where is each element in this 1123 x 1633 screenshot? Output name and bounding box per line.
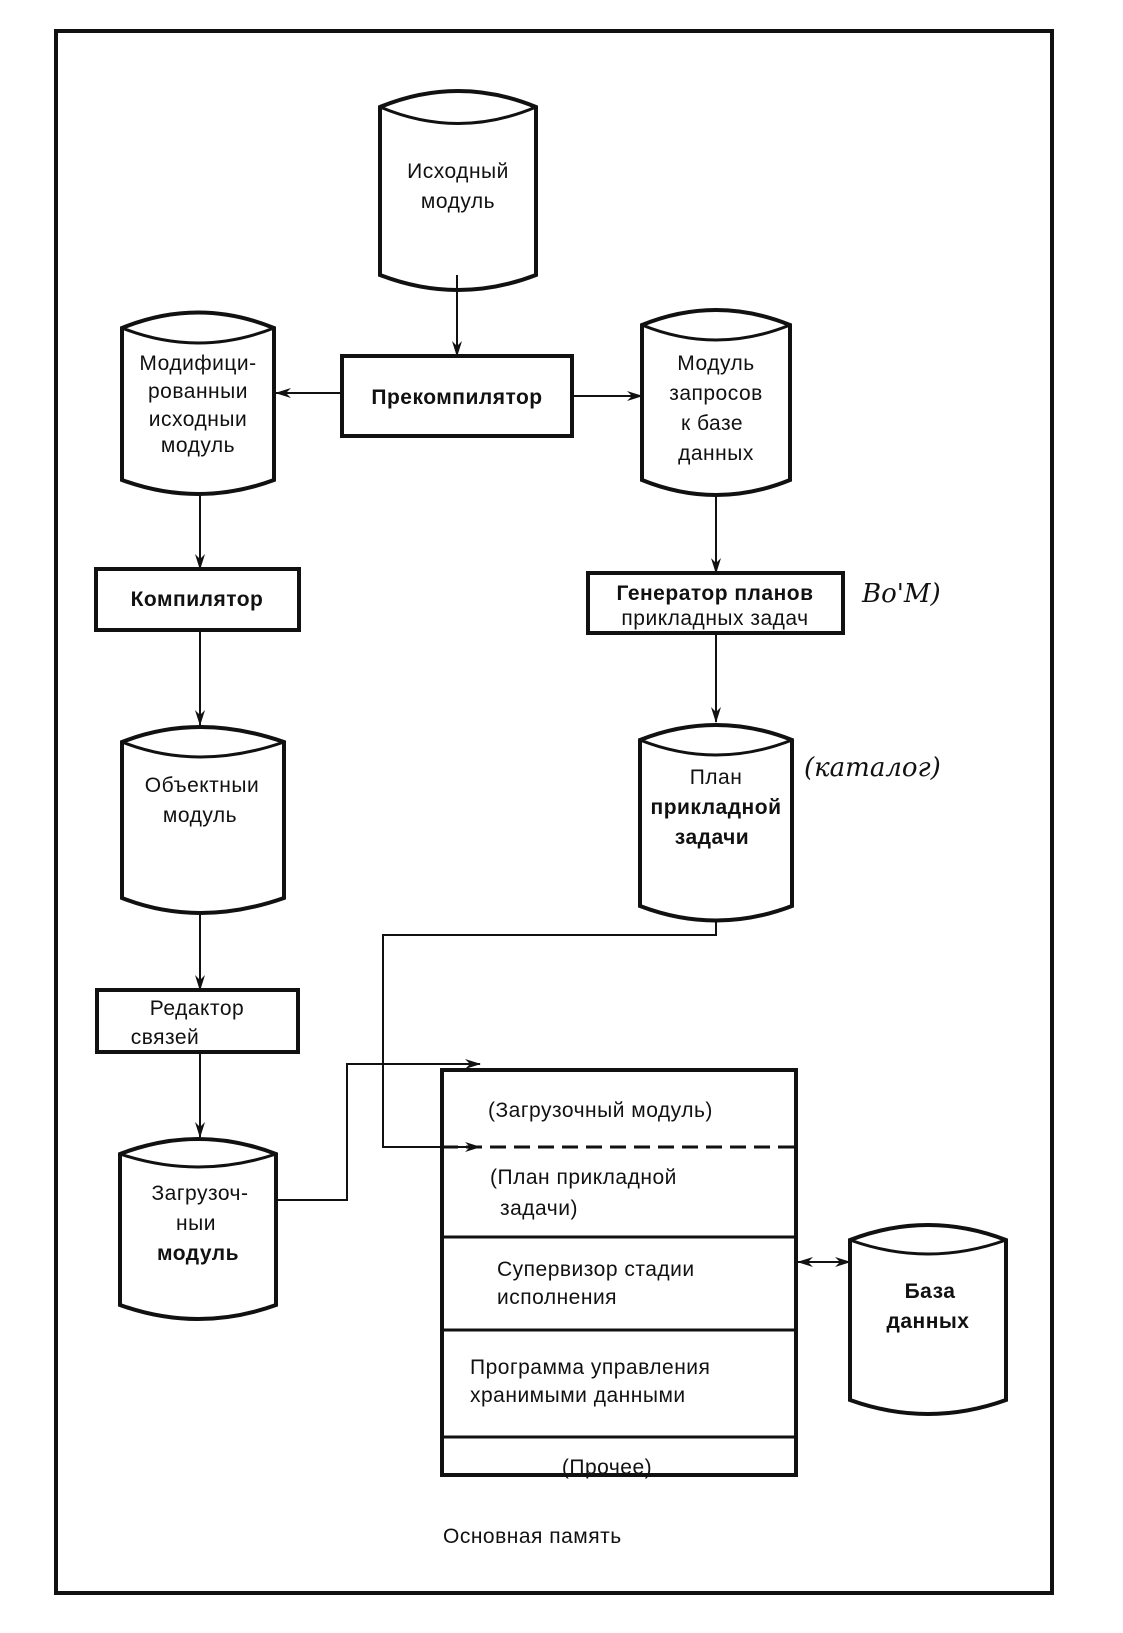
- plan-generator-line-1: Генератор планов: [616, 582, 813, 605]
- handwritten-note-generator: Bo'M): [861, 579, 941, 609]
- memory-section-load-module: (Загрузочный модуль): [488, 1099, 713, 1122]
- memory-section-plan-line-2: задачи): [500, 1197, 578, 1220]
- db-request-line-1: Модуль: [677, 352, 754, 375]
- database-line-2: данных: [887, 1310, 970, 1333]
- application-plan-line-1: План: [690, 766, 743, 789]
- compiler-label: Компилятор: [131, 588, 264, 611]
- link-editor-line-1: Редактор: [150, 997, 244, 1020]
- load-module-line-1: Загрузоч-: [151, 1182, 248, 1205]
- db-request-line-4: данных: [678, 442, 754, 465]
- main-memory-caption: Основная память: [443, 1525, 622, 1548]
- application-plan-line-3: задачи: [675, 826, 749, 849]
- object-module-cylinder: Объектныи модуль: [120, 725, 286, 915]
- precompiler-box: Прекомпилятор: [340, 354, 574, 438]
- modified-source-line-1: Модифици-: [139, 352, 256, 375]
- source-module-line-2: модуль: [421, 190, 495, 213]
- memory-section-supervisor-line-1: Супервизор стадии: [497, 1258, 695, 1281]
- handwritten-note-catalog: (каталог): [804, 753, 941, 783]
- memory-section-storage-line-2: хранимыми данными: [470, 1384, 686, 1407]
- source-module-line-1: Исходный: [407, 160, 509, 183]
- modified-source-line-2: рованныи: [148, 380, 248, 403]
- memory-section-plan-line-1: (План прикладной: [490, 1166, 677, 1189]
- page-frame: [54, 29, 1054, 1595]
- db-request-line-3: к базе: [681, 412, 743, 435]
- compiler-box: Компилятор: [94, 567, 301, 632]
- main-memory-block: (Загрузочный модуль) (План прикладной за…: [440, 1068, 798, 1479]
- arrow-plan-to-memory: [382, 920, 717, 1152]
- database-line-1: База: [905, 1280, 956, 1303]
- arrow-load-module-to-memory: [276, 1059, 481, 1201]
- object-module-line-2: модуль: [163, 804, 237, 827]
- application-plan-line-2: прикладной: [651, 796, 782, 819]
- load-module-line-3: модуль: [157, 1242, 239, 1265]
- application-plan-cylinder: План прикладной задачи: [638, 723, 794, 923]
- load-module-cylinder: Загрузоч- ныи модуль: [118, 1137, 278, 1321]
- db-request-module-cylinder: Модуль запросов к базе данных: [640, 308, 792, 497]
- plan-generator-box: Генератор планов прикладных задач: [586, 571, 845, 635]
- source-module-cylinder: Исходный модуль: [378, 89, 538, 292]
- modified-source-line-3: исходныи: [149, 408, 247, 431]
- db-request-line-2: запросов: [669, 382, 763, 405]
- object-module-line-1: Объектныи: [145, 774, 259, 797]
- memory-section-other: (Прочее): [562, 1456, 652, 1479]
- modified-source-cylinder: Модифици- рованныи исходныи модуль: [120, 310, 276, 496]
- link-editor-line-2: связей: [131, 1026, 200, 1049]
- link-editor-box: Редактор связей: [95, 988, 300, 1054]
- memory-section-storage-line-1: Программа управления: [470, 1356, 710, 1379]
- precompiler-label: Прекомпилятор: [371, 386, 542, 409]
- modified-source-line-4: модуль: [161, 434, 235, 457]
- plan-generator-line-2: прикладных задач: [621, 607, 808, 630]
- load-module-line-2: ныи: [176, 1212, 216, 1235]
- database-cylinder: База данных: [848, 1223, 1008, 1416]
- memory-section-supervisor-line-2: исполнения: [497, 1286, 617, 1309]
